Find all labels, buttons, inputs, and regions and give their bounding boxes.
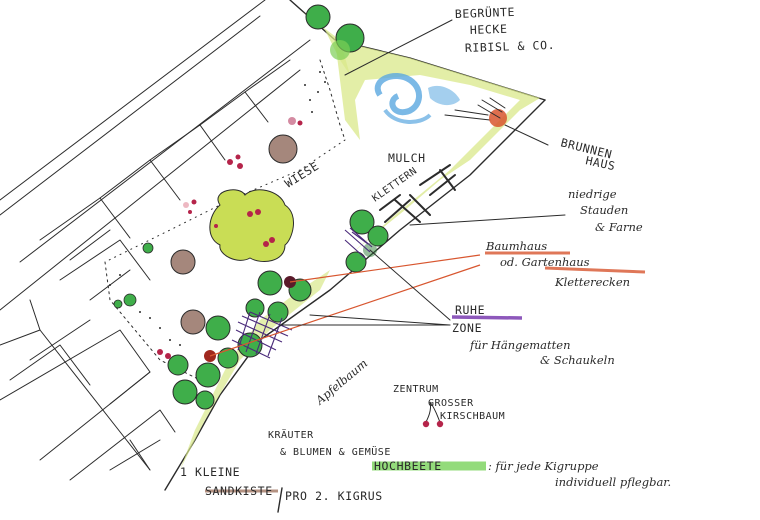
hochbeete-note-2: individuell pflegbar.	[555, 475, 671, 489]
baumhaus-label-3: Kletterecken	[554, 275, 630, 289]
berry-bushes	[157, 117, 303, 359]
kirschbaum-label-1: ZENTRUM	[393, 384, 439, 395]
wiese-label: WIESE	[282, 159, 321, 191]
sandkiste-label-2: SANDKISTE	[205, 484, 273, 498]
kirschbaum-label-2: GROSSER	[428, 398, 474, 409]
stauden-label-2: Stauden	[580, 203, 628, 217]
meadow-dots	[109, 71, 326, 346]
stauden-label-3: & Farne	[595, 220, 643, 234]
baumhaus-label-1: Baumhaus	[485, 239, 547, 253]
rest-zone-hatch	[231, 227, 373, 359]
kraeuter-label-1: KRÄUTER	[268, 428, 314, 441]
hedge-label-2: HECKE	[470, 22, 508, 37]
brunnen-house-marker	[477, 97, 507, 127]
haengematten-label: für Hängematten	[469, 338, 571, 352]
sandkiste-label-1: 1 KLEINE	[180, 465, 240, 479]
water-feature	[374, 73, 491, 124]
cherry-icon	[422, 401, 444, 428]
baumhaus-label-2: od. Gartenhaus	[500, 255, 590, 269]
brown-shrubs	[170, 134, 298, 335]
kirschbaum-label-3: KIRSCHBAUM	[440, 411, 505, 422]
separator-slash	[277, 487, 283, 513]
leader-lines	[209, 19, 566, 357]
highlight-strokes	[205, 251, 646, 493]
apfelbaum-label: Apfelbaum	[312, 356, 370, 408]
large-apple-tree	[209, 189, 294, 262]
hochbeete-label: HOCHBEETE	[374, 459, 442, 473]
schaukeln-label: & Schaukeln	[540, 353, 615, 367]
mulch-label: MULCH	[388, 151, 426, 165]
zone-label: ZONE	[452, 321, 482, 335]
sandkiste-note: PRO 2. KIGRUS	[285, 489, 383, 503]
climbing-frame	[379, 164, 456, 223]
brunnen-label-2: HAUS	[584, 153, 616, 173]
trees	[113, 4, 389, 410]
kraeuter-label-2: & BLUMEN & GEMÜSE	[280, 445, 391, 458]
hedge-label-1: BEGRÜNTE	[455, 3, 516, 21]
ruhe-label: RUHE	[455, 303, 485, 317]
stauden-label-1: niedrige	[568, 187, 617, 201]
hochbeete-note: : für jede Kigruppe	[488, 459, 599, 473]
hedge-label-3: RIBISL & CO.	[465, 38, 556, 55]
